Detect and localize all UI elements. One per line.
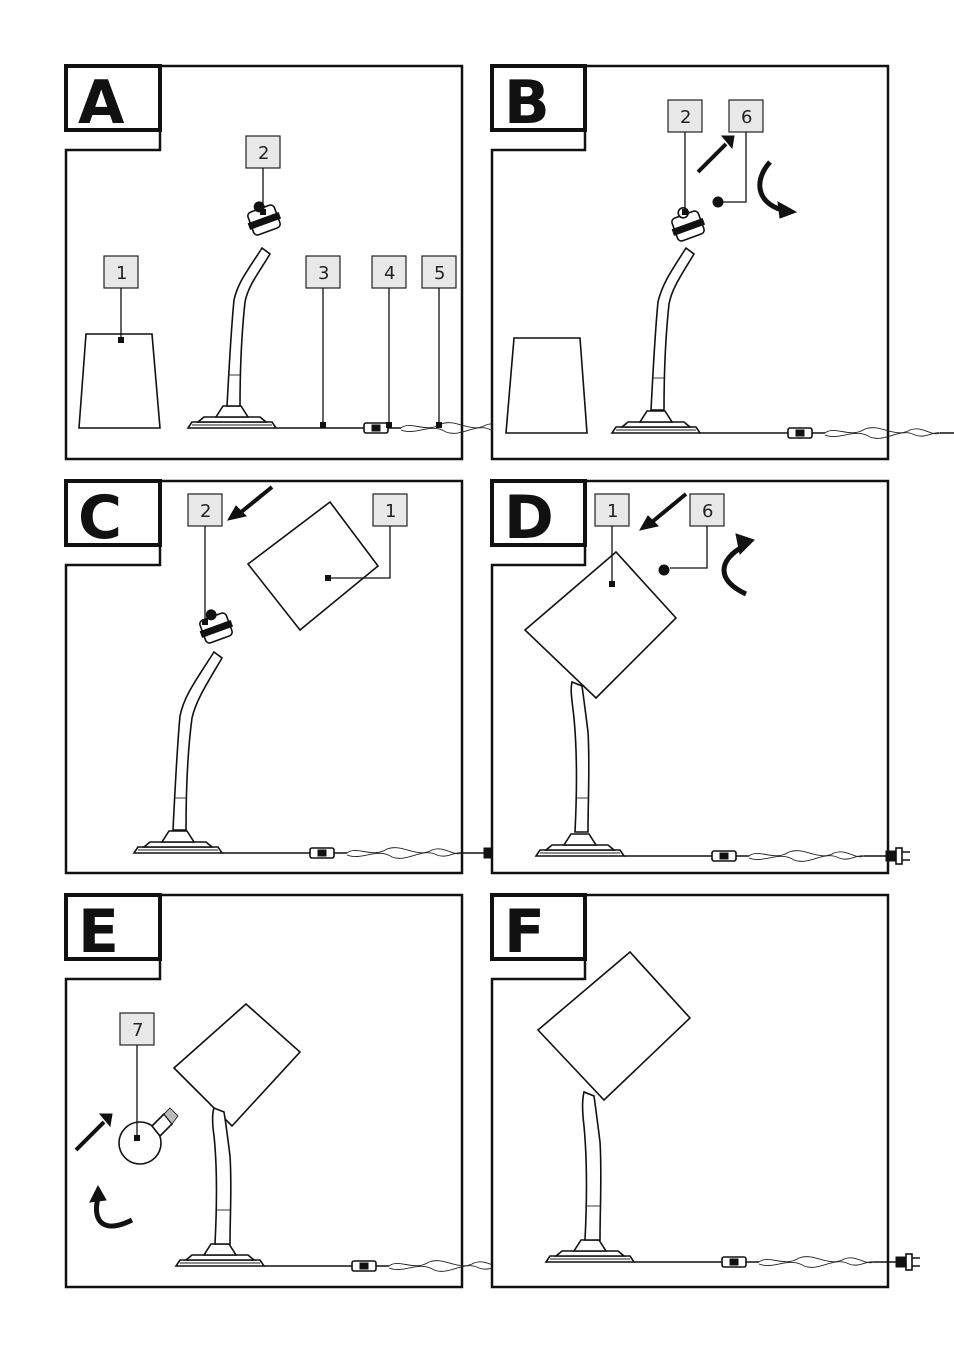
- callout-6: 6: [741, 107, 752, 128]
- callout-7: 7: [132, 1020, 143, 1041]
- callout-4: 4: [384, 263, 395, 284]
- panel-letter: A: [78, 68, 125, 138]
- callout-1: 1: [385, 501, 396, 522]
- panel-letter: E: [78, 897, 119, 967]
- shade-ring-part: [659, 565, 669, 575]
- panel-a: A 1 2 3 4 5: [66, 66, 562, 459]
- callout-2: 2: [258, 143, 269, 164]
- callout-1: 1: [607, 501, 618, 522]
- panel-letter: F: [504, 897, 545, 967]
- lampshade: [79, 334, 160, 428]
- callout-2: 2: [200, 501, 211, 522]
- panel-e: E 7: [66, 895, 550, 1287]
- panel-letter: B: [504, 68, 550, 138]
- callout-2: 2: [680, 107, 691, 128]
- lampshade: [506, 338, 587, 433]
- panel-c: C 2 1: [66, 481, 508, 873]
- panel-b: B 2 6: [492, 66, 954, 459]
- panel-letter: D: [504, 483, 554, 553]
- panel-d: D 1 6: [492, 481, 910, 873]
- callout-3: 3: [318, 263, 329, 284]
- callout-5: 5: [434, 263, 445, 284]
- callout-6: 6: [702, 501, 713, 522]
- panel-f: F: [492, 895, 920, 1287]
- panel-letter: C: [78, 483, 122, 553]
- shade-ring-part: [713, 197, 723, 207]
- callout-1: 1: [116, 263, 127, 284]
